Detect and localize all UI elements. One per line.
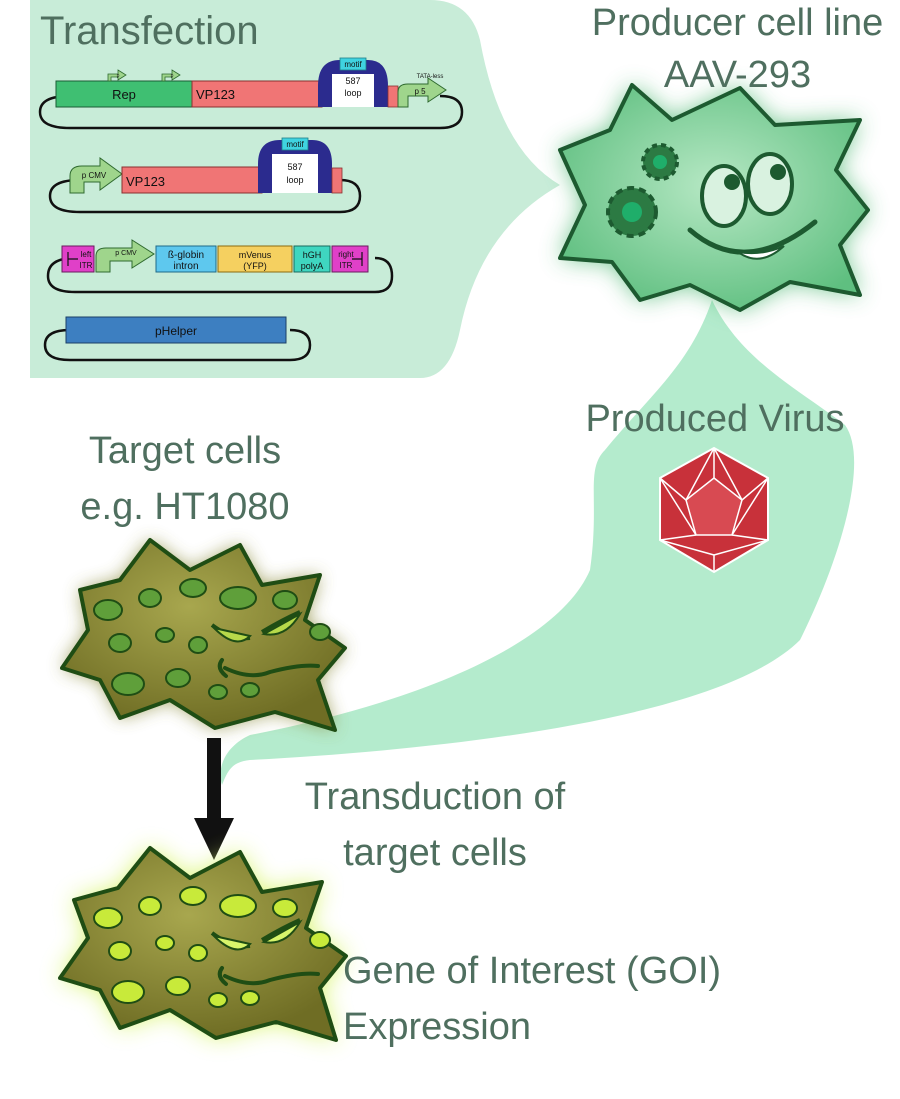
- rep-gene: [55, 80, 193, 108]
- pcmv-promoter-2: [69, 157, 123, 194]
- loop-num-2: 587: [287, 162, 302, 172]
- globin-label-2: intron: [173, 261, 198, 272]
- plasmid-2-backbone: [48, 178, 362, 214]
- vp123-label-2: VP123: [126, 174, 165, 189]
- expressing-eye-left: [210, 934, 252, 951]
- motif-box-2: [281, 137, 309, 151]
- pcmv-promoter-3: [95, 239, 155, 273]
- plasmid-2: p CMV VP123 motif 587 loop: [48, 137, 362, 214]
- plasmid-1: Rep VP123 motif 587 loop TATA-less p 5 p…: [38, 57, 464, 130]
- mvenus-gene: [217, 245, 293, 273]
- mvenus-label-1: mVenus: [239, 250, 272, 260]
- expressing-mouth: [217, 966, 320, 986]
- vp123-label-1: VP123: [196, 87, 235, 102]
- target-cell-body: [60, 538, 347, 732]
- goi-line1: Gene of Interest (GOI): [343, 950, 722, 992]
- right-itr-mark: [352, 252, 363, 266]
- expressing-cell-body: [58, 846, 348, 1042]
- small-promoter-1: [107, 69, 127, 82]
- target-eye-left: [210, 626, 252, 643]
- target-organelles: [93, 578, 331, 700]
- loop-inner-1: [332, 74, 374, 107]
- plasmid-3-backbone: [46, 256, 394, 294]
- motif-label-2: motif: [286, 140, 304, 149]
- expressing-eye-right: [261, 919, 303, 944]
- down-arrow-icon: [194, 738, 234, 860]
- p5-label: p 5: [414, 87, 426, 96]
- producer-mouth: [687, 219, 818, 255]
- motif-box-1: [339, 57, 367, 71]
- target-eye-right: [261, 611, 303, 636]
- loop-word-2: loop: [286, 175, 303, 185]
- producer-cell: [558, 83, 870, 312]
- gear-small-icon: [641, 143, 679, 181]
- producer-eye-left: [700, 164, 748, 228]
- producer-pupil-left: [724, 174, 740, 190]
- plasmid-4: pHelper: [43, 316, 312, 362]
- pcmv-label-2: p CMV: [82, 171, 107, 180]
- target-mouth: [217, 658, 320, 678]
- producer-eye-right: [746, 152, 794, 216]
- small-promoter-label-1: p: [117, 73, 120, 79]
- producer-tongue: [737, 245, 785, 260]
- transduction-line1: Transduction of: [304, 776, 566, 818]
- mvenus-label-2: (YFP): [243, 261, 267, 271]
- globin-intron: [155, 245, 217, 273]
- loop-word-1: loop: [344, 88, 361, 98]
- left-itr-label-1: left: [81, 250, 92, 259]
- right-itr-label-1: right: [338, 250, 354, 259]
- pcmv-label-3: p CMV: [115, 250, 137, 257]
- virus-bubble: [220, 300, 855, 785]
- producer-title-line1: Producer cell line: [591, 2, 884, 44]
- plasmid-3: left ITR p CMV ß-globin intron mVenus (Y…: [46, 239, 394, 294]
- p5-promoter: [397, 77, 447, 108]
- producer-pupil-right: [770, 164, 786, 180]
- small-promoter-2: [161, 69, 181, 82]
- loop-inner-2: [272, 154, 318, 193]
- producer-title-line2: AAV-293: [663, 54, 812, 96]
- produced-virus-label: Produced Virus: [585, 398, 845, 440]
- left-itr-mark: [67, 252, 78, 266]
- hgh-label-2: polyA: [301, 261, 324, 271]
- motif-label-1: motif: [344, 60, 362, 69]
- vp123-gene-2: [121, 166, 263, 194]
- left-itr-label-2: ITR: [80, 261, 93, 270]
- loop-insert-1: [318, 60, 388, 107]
- right-itr-label-2: ITR: [340, 261, 353, 270]
- target-cell: [60, 538, 347, 732]
- loop-insert-2: [258, 140, 332, 193]
- hgh-label-1: hGH: [303, 250, 322, 260]
- target-cells-line2: e.g. HT1080: [80, 486, 290, 528]
- p5-top-label: TATA-less: [417, 74, 444, 80]
- hgh-polya: [293, 245, 331, 273]
- expressing-cell: [58, 846, 348, 1042]
- goi-line2: Expression: [343, 1006, 531, 1048]
- transfection-title: Transfection: [40, 9, 259, 53]
- expressing-brow-right: [260, 918, 301, 942]
- small-promoter-label-2: p: [171, 73, 174, 79]
- plasmid-4-backbone: [43, 328, 312, 362]
- plasmid-1-backbone: [38, 94, 464, 130]
- virus-capsid-icon: [659, 446, 769, 574]
- target-cells-line1: Target cells: [88, 430, 282, 472]
- gear-large-icon: [606, 186, 658, 238]
- rep-label: Rep: [112, 87, 136, 102]
- transduction-line2: target cells: [343, 832, 527, 874]
- phelper-label: pHelper: [155, 324, 197, 338]
- expressing-organelles: [93, 886, 331, 1008]
- target-brow-right: [260, 610, 301, 634]
- loop-num-1: 587: [345, 76, 360, 86]
- phelper-gene: [65, 316, 287, 344]
- vp-tail-1: [387, 85, 399, 108]
- vp123-gene-1: [191, 80, 323, 108]
- globin-label-1: ß-globin: [168, 250, 204, 261]
- vp-tail-2: [331, 167, 343, 194]
